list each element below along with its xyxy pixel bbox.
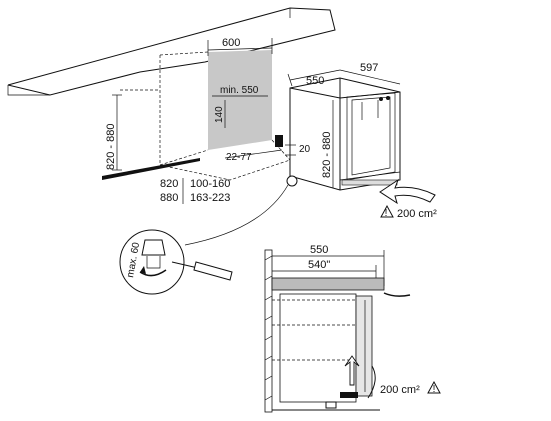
vent-area-section-label: 200 cm² xyxy=(380,384,420,396)
table-row2-height: 880 xyxy=(160,192,178,204)
dim-22-77-group: 22-77 20 xyxy=(224,144,311,163)
warning-icon xyxy=(427,380,441,394)
table-row2-range: 163-223 xyxy=(190,192,230,204)
niche-back-wall xyxy=(120,50,291,181)
vent-area-top: ! 200 cm² xyxy=(380,204,437,220)
section-worktop xyxy=(271,277,411,297)
appliance-dimensions: 550 597 820 - 880 xyxy=(287,62,401,188)
detail-leader-line xyxy=(184,184,289,246)
min-depth-dimension: min. 550 xyxy=(212,85,268,97)
dim-140-group: 140 xyxy=(214,100,226,128)
airflow-arrow-top xyxy=(379,178,436,205)
dim-140-label: 140 xyxy=(214,106,225,123)
dim-540-label: 540" xyxy=(308,259,330,271)
vent-area-top-label: 200 cm² xyxy=(397,208,437,220)
dim-niche-width-label: 600 xyxy=(222,37,240,49)
dim-height-left-label: 820 - 880 xyxy=(105,124,117,170)
dim-height-right-label: 820 - 880 xyxy=(321,132,333,178)
vent-area-section: 200 cm² ! xyxy=(380,380,441,396)
section-appliance xyxy=(272,293,380,411)
svg-text:!: ! xyxy=(385,208,388,219)
height-table: 820 100-160 880 163-223 xyxy=(160,178,230,204)
table-row1-range: 100-160 xyxy=(190,178,230,190)
appliance-unit xyxy=(286,77,401,191)
adjust-detail: max. 60 xyxy=(119,229,233,295)
niche-width-dimension: 600 xyxy=(207,37,273,56)
dim-min-depth-label: min. 550 xyxy=(220,85,259,96)
countertop-outline xyxy=(7,7,336,96)
plinth-strip xyxy=(102,135,283,180)
warning-icon xyxy=(380,204,394,218)
section-airflow xyxy=(344,355,376,399)
section-dims: 550 540" xyxy=(272,244,385,286)
table-row1-height: 820 xyxy=(160,178,178,190)
section-wall xyxy=(264,249,273,413)
dim-appliance-width-label: 597 xyxy=(360,62,378,74)
dim-550-label: 550 xyxy=(310,244,328,256)
svg-text:!: ! xyxy=(433,384,436,395)
dim-22-77-label: 22-77 xyxy=(226,152,252,163)
dim-appliance-depth-label: 550 xyxy=(306,75,324,87)
dim-20-label: 20 xyxy=(299,144,311,155)
height-dimension-left: 820 - 880 xyxy=(105,94,122,171)
screwdriver-icon xyxy=(193,261,233,281)
